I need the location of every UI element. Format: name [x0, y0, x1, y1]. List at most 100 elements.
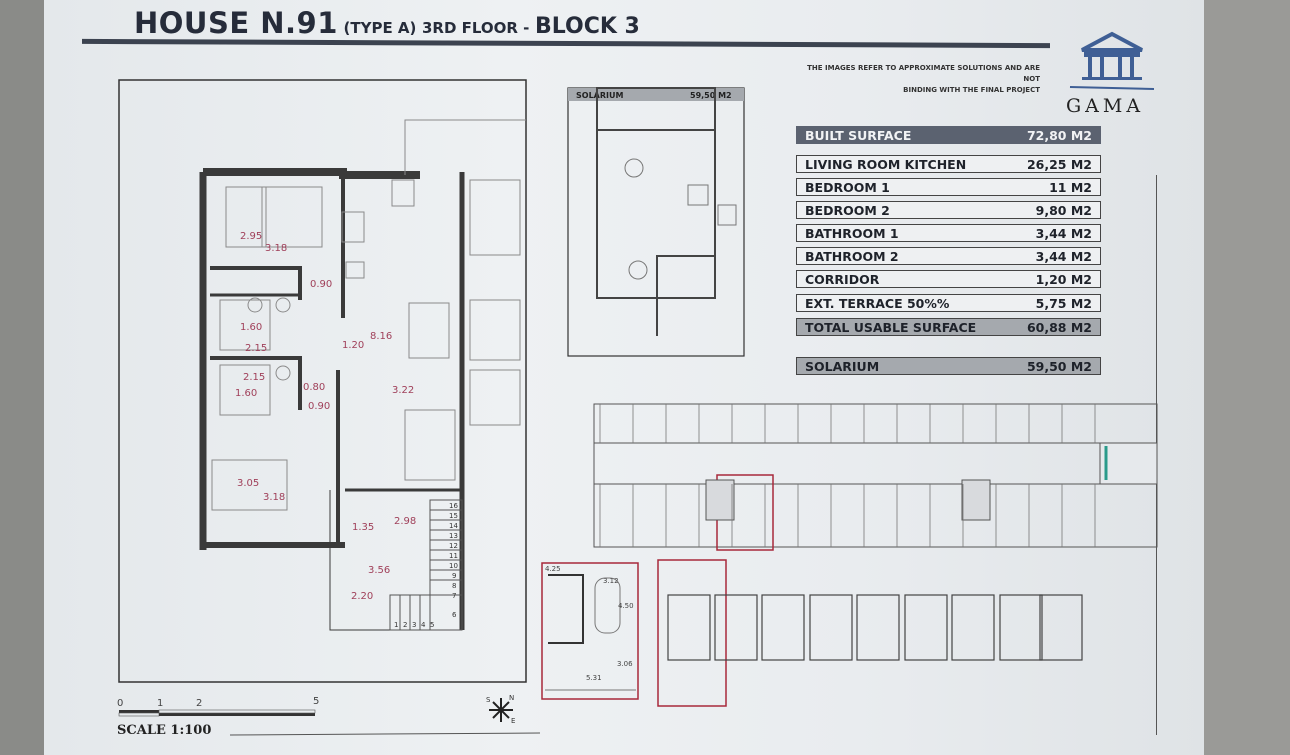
dim-label: 3.22 — [392, 385, 414, 396]
dim-label: 0.90 — [310, 279, 332, 290]
row-label: SOLARIUM — [805, 358, 880, 374]
parking-detail: 4.25 3.12 4.50 3.06 5.31 — [541, 562, 639, 700]
row-label: BATHROOM 1 — [805, 225, 899, 241]
building-unit — [856, 594, 900, 661]
title-floor: 3RD FLOOR - — [421, 19, 530, 37]
room-row: BATHROOM 2 3,44 M2 — [796, 247, 1101, 265]
row-value: 11 M2 — [1049, 179, 1092, 195]
scale-label: SCALE 1:100 — [117, 723, 212, 738]
building-unit — [809, 594, 853, 661]
dim-label: 1.35 — [352, 522, 374, 533]
disclaimer: THE IMAGES REFER TO APPROXIMATE SOLUTION… — [800, 63, 1040, 96]
svg-text:N: N — [509, 694, 514, 702]
svg-text:6: 6 — [452, 611, 457, 619]
dim-label: 8.16 — [370, 331, 392, 342]
row-label: CORRIDOR — [805, 271, 880, 287]
building-unit — [1039, 594, 1083, 661]
svg-text:12: 12 — [449, 542, 458, 550]
disclaimer-line-1: THE IMAGES REFER TO APPROXIMATE SOLUTION… — [807, 64, 1040, 83]
dim-label: 2.15 — [245, 343, 267, 354]
divider-line — [229, 732, 541, 736]
site-plan — [593, 403, 1158, 551]
row-value: 1,20 M2 — [1035, 271, 1092, 287]
building-unit — [761, 594, 805, 661]
dim-label: 3.18 — [263, 492, 285, 503]
dim-label: 0.80 — [303, 382, 325, 393]
staircase — [389, 499, 463, 631]
temple-icon — [1069, 31, 1155, 90]
svg-text:2: 2 — [403, 621, 407, 629]
compass-icon: N S E — [486, 694, 515, 725]
row-value: 59,50 M2 — [1026, 358, 1092, 374]
svg-text:1: 1 — [157, 698, 163, 709]
svg-text:E: E — [511, 717, 515, 725]
svg-text:5: 5 — [313, 696, 319, 707]
furniture — [211, 119, 526, 511]
building-unit — [667, 594, 711, 661]
room-row: BATHROOM 1 3,44 M2 — [796, 224, 1101, 242]
title-house: HOUSE N.91 — [134, 6, 338, 40]
title-block: BLOCK 3 — [534, 14, 640, 39]
svg-text:11: 11 — [449, 552, 458, 560]
parking-bays — [599, 404, 1096, 547]
room-row: BEDROOM 1 11 M2 — [796, 178, 1101, 196]
svg-text:0: 0 — [117, 698, 123, 709]
walls — [199, 168, 465, 631]
row-value: 72,80 M2 — [1026, 127, 1092, 143]
svg-text:13: 13 — [449, 532, 458, 540]
building-unit — [999, 594, 1043, 661]
solarium-row: SOLARIUM 59,50 M2 — [796, 357, 1101, 375]
row-value: 3,44 M2 — [1035, 248, 1092, 264]
building-unit — [904, 594, 948, 661]
dim-label: 2.15 — [243, 372, 265, 383]
solarium-plan-label: SOLARIUM — [576, 91, 623, 100]
dim-label: 1.60 — [235, 388, 257, 399]
dim-label: 0.90 — [308, 401, 330, 412]
solarium-plan: SOLARIUM 59,50 M2 — [567, 87, 745, 357]
svg-text:5.31: 5.31 — [586, 674, 602, 682]
dim-label: 1.60 — [240, 322, 262, 333]
svg-text:9: 9 — [452, 572, 456, 580]
dim-label: 2.98 — [394, 516, 416, 527]
svg-text:14: 14 — [449, 522, 458, 530]
dim-label: 2.95 — [240, 231, 262, 242]
svg-text:4.25: 4.25 — [545, 565, 561, 573]
logo-text: GAMA — [1066, 95, 1145, 117]
svg-text:3.06: 3.06 — [617, 660, 633, 668]
svg-text:15: 15 — [449, 512, 458, 520]
room-row: EXT. TERRACE 50%%5,75 M2 — [796, 294, 1101, 312]
disclaimer-line-2: BINDING WITH THE FINAL PROJECT — [903, 86, 1040, 94]
scale-bar: 0 1 2 5 — [117, 696, 319, 717]
title-type: (TYPE A) — [343, 19, 417, 37]
svg-text:1: 1 — [394, 621, 398, 629]
svg-text:5: 5 — [430, 621, 434, 629]
background-right — [1195, 0, 1290, 755]
block-plan — [657, 559, 1083, 707]
floor-plan-sheet — [44, 0, 1204, 755]
row-value: 26,25 M2 — [1026, 156, 1092, 172]
svg-text:8: 8 — [452, 582, 456, 590]
building-unit — [714, 594, 758, 661]
plan-frame — [118, 79, 527, 683]
row-label: BEDROOM 1 — [805, 179, 890, 195]
dim-label: 2.20 — [351, 591, 373, 602]
dim-label: 1.20 — [342, 340, 364, 351]
row-label: EXT. TERRACE 50%% — [805, 295, 950, 311]
svg-text:2: 2 — [196, 698, 202, 709]
row-value: 3,44 M2 — [1035, 225, 1092, 241]
row-value: 9,80 M2 — [1035, 202, 1092, 218]
dimension-labels: 2.95 3.18 0.90 1.60 2.15 1.20 8.16 2.15 … — [235, 231, 416, 602]
solarium-plan-value: 59,50 M2 — [690, 91, 732, 100]
room-row: CORRIDOR 1,20 M2 — [796, 270, 1101, 288]
building-unit — [951, 594, 995, 661]
row-label: BEDROOM 2 — [805, 202, 890, 218]
svg-text:10: 10 — [449, 562, 458, 570]
row-label: BATHROOM 2 — [805, 248, 899, 264]
dim-label: 3.56 — [368, 565, 390, 576]
row-label: BUILT SURFACE — [805, 127, 912, 143]
svg-text:3.12: 3.12 — [603, 577, 619, 585]
svg-text:3: 3 — [412, 621, 416, 629]
